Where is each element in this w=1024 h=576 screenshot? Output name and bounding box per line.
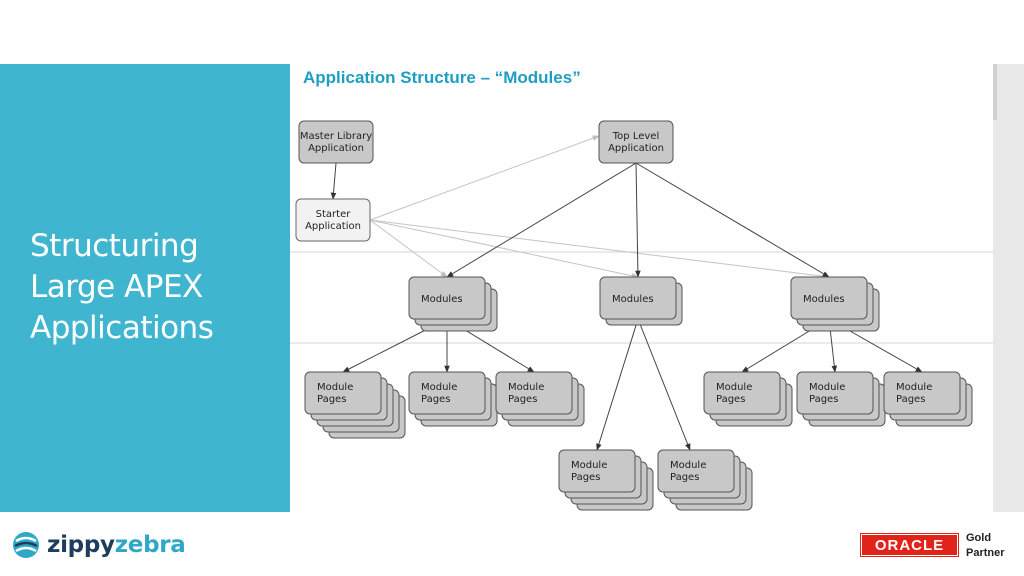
connector-arrow: [369, 135, 600, 221]
logo-wordmark: zippyzebra: [47, 532, 186, 558]
diagram-title: Application Structure – “Modules”: [303, 68, 581, 87]
node-label: Module: [809, 382, 845, 393]
node-label: Pages: [809, 394, 838, 405]
node-mod1: Modules: [408, 276, 498, 332]
node-box: [796, 371, 874, 415]
slide-title-line-1: Structuring: [30, 228, 199, 264]
node-label: Module: [571, 460, 607, 471]
connector-arrow: [446, 162, 637, 278]
node-label: Module: [421, 382, 457, 393]
node-label: Module: [716, 382, 752, 393]
node-label: Module: [508, 382, 544, 393]
node-label: Application: [308, 143, 364, 154]
connector-arrow: [369, 219, 448, 278]
node-label: Module: [670, 460, 706, 471]
slide-title-line-3: Applications: [30, 310, 214, 346]
connector-arrow: [635, 162, 641, 278]
node-box: [558, 449, 636, 493]
node-box: [408, 371, 486, 415]
slide-title: Structuring Large APEX Applications: [30, 226, 280, 349]
node-label: Pages: [670, 472, 699, 483]
node-box: [883, 371, 961, 415]
oracle-logo: ORACLE: [860, 533, 959, 557]
partner-badge: Gold Partner: [966, 531, 1005, 561]
side-panel: [0, 64, 290, 512]
slide-title-line-2: Large APEX: [30, 269, 203, 305]
node-label: Application: [608, 143, 664, 154]
connector-arrow: [369, 219, 830, 280]
node-box: [408, 276, 486, 320]
node-box: [304, 371, 382, 415]
node-label: Pages: [571, 472, 600, 483]
partner-line-partner: Partner: [966, 547, 1005, 559]
connector-arrow: [596, 318, 639, 451]
connector-arrow: [330, 162, 337, 200]
node-label: Starter: [316, 209, 352, 220]
node-label: Modules: [421, 294, 463, 305]
logo-word-zippy: zippy: [47, 532, 115, 558]
zippyzebra-logo: zippyzebra: [12, 528, 186, 562]
node-mod2: Modules: [599, 276, 683, 326]
node-label: Master Library: [300, 131, 372, 142]
node-box: [495, 371, 573, 415]
node-box: [599, 276, 677, 320]
right-scroll-strip: [993, 64, 1024, 512]
node-box: [790, 276, 868, 320]
connector-arrow: [637, 318, 691, 451]
logo-word-zebra: zebra: [114, 532, 186, 558]
node-label: Pages: [508, 394, 537, 405]
node-box: [295, 198, 371, 242]
edges-layer: [330, 135, 923, 451]
node-label: Module: [317, 382, 353, 393]
scroll-thumb[interactable]: [993, 64, 997, 120]
node-box: [703, 371, 781, 415]
zebra-swirl-icon: [13, 532, 39, 558]
node-label: Pages: [421, 394, 450, 405]
node-box: [298, 120, 374, 164]
connector-arrow: [369, 219, 639, 279]
node-label: Application: [305, 221, 361, 232]
node-label: Pages: [716, 394, 745, 405]
node-box: [598, 120, 674, 164]
node-label: Pages: [317, 394, 346, 405]
node-box: [657, 449, 735, 493]
node-label: Modules: [803, 294, 845, 305]
node-mod3: Modules: [790, 276, 880, 332]
node-label: Modules: [612, 294, 654, 305]
connector-arrow: [635, 162, 830, 278]
node-label: Module: [896, 382, 932, 393]
partner-line-gold: Gold: [966, 532, 992, 544]
node-label: Top Level: [612, 131, 659, 142]
node-label: Pages: [896, 394, 925, 405]
